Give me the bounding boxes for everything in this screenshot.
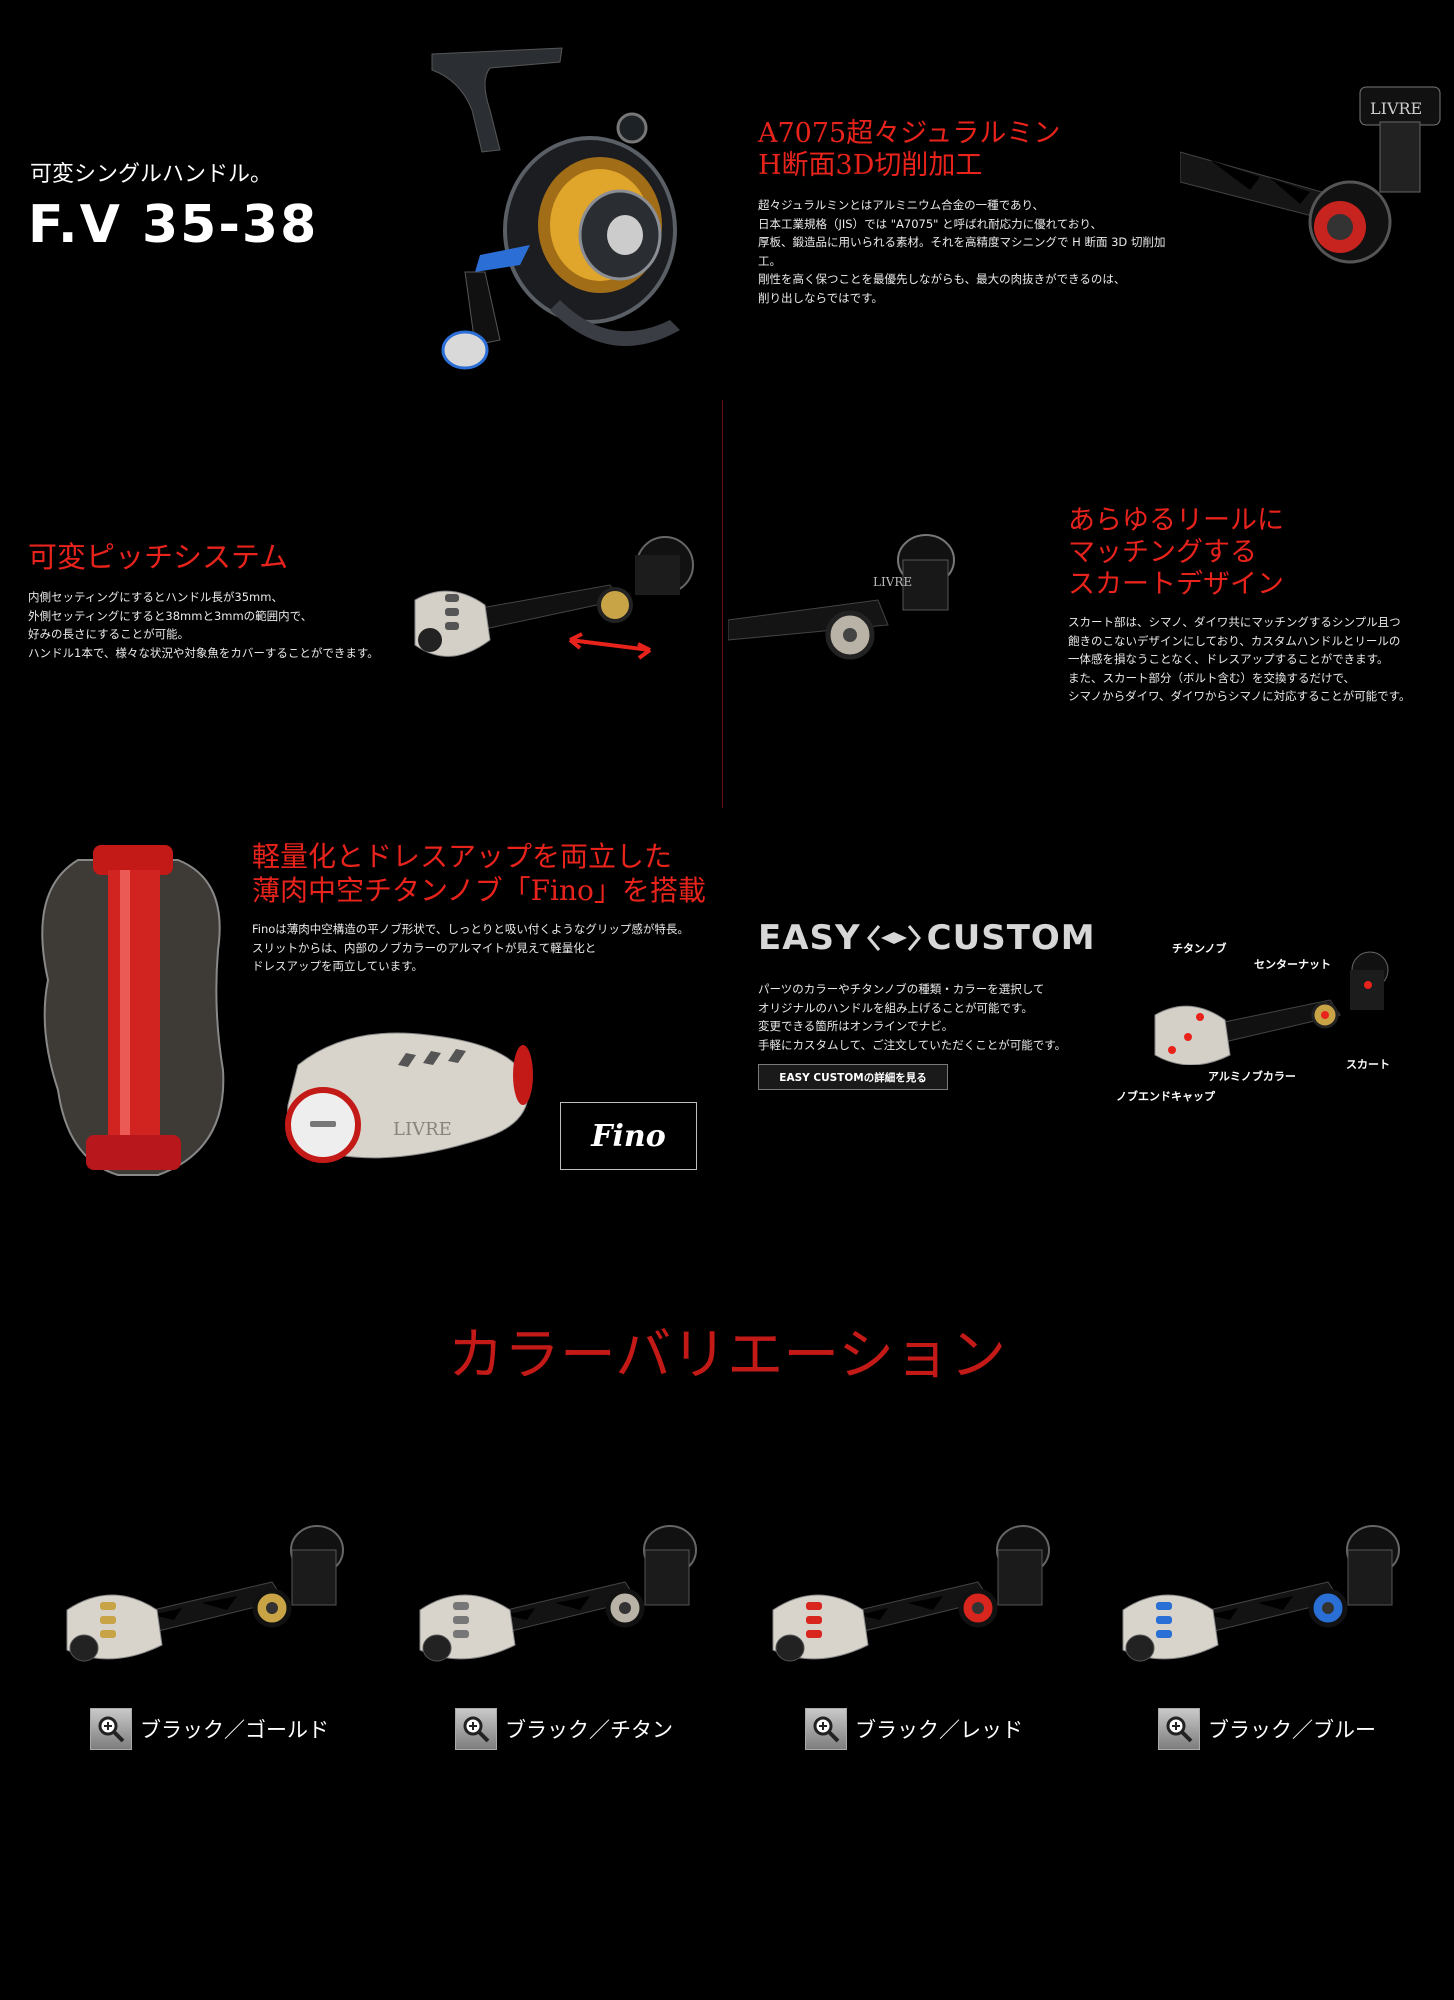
arm-cutouts: [858, 1596, 943, 1620]
a7075-title-line2: H断面3D切削加工: [758, 150, 983, 182]
color-variation-heading: カラーバリエーション: [447, 1323, 1007, 1388]
svg-text:LIVRE: LIVRE: [873, 575, 912, 589]
variant-gold[interactable]: ブラック／ゴールド: [90, 1708, 329, 1750]
zoom-icon[interactable]: [455, 1708, 497, 1750]
easy-custom-parts-diagram: [1154, 951, 1389, 1065]
callout-titanium-knob: チタンノブ: [1172, 942, 1227, 955]
skirt-title-line1: あらゆるリールに: [1068, 505, 1284, 536]
fino-title-line2: 薄肉中空チタンノブ「Fino」を搭載: [252, 874, 706, 907]
arm-cutouts: [152, 1596, 237, 1620]
skirt-title: あらゆるリールに マッチングする スカートデザイン: [1068, 505, 1284, 601]
center-nut-core: [972, 1602, 984, 1614]
fino-description: Finoは薄肉中空構造の平ノブ形状で、しっとりと吸い付くようなグリップ感が特長。…: [252, 922, 689, 973]
zoom-icon[interactable]: [90, 1708, 132, 1750]
knob-slit: [100, 1630, 116, 1638]
easy-custom-logo-right: CUSTOM: [926, 918, 1096, 958]
callout-center-nut: センターナット: [1254, 958, 1331, 971]
knob-slit: [453, 1630, 469, 1638]
center-nut-core: [266, 1602, 278, 1614]
knob-end-cap: [69, 1634, 99, 1662]
knob-end-cap: [1125, 1634, 1155, 1662]
pitch-description: 内側セッティングにするとハンドル長が35mm、 外側セッティングにすると38mm…: [28, 590, 379, 660]
handle-arm-closeup-image: LIVRE: [1180, 86, 1441, 264]
variant-label-text: ブラック／チタン: [505, 1718, 673, 1742]
variant-label-text: ブラック／ゴールド: [140, 1718, 329, 1742]
easy-custom-description: パーツのカラーやチタンノブの種類・カラーを選択して オリジナルのハンドルを組み上…: [758, 982, 1067, 1052]
center-nut-core: [1322, 1602, 1334, 1614]
skirt-body: [291, 1549, 337, 1606]
a7075-title: A7075超々ジュラルミン H断面3D切削加工: [758, 118, 1060, 183]
variant-label-text: ブラック／レッド: [855, 1718, 1023, 1742]
fino-knob-image: LIVRE: [285, 1032, 533, 1163]
zoom-icon[interactable]: [805, 1708, 847, 1750]
knob-slit: [453, 1616, 469, 1624]
arm-cutouts: [1208, 1596, 1293, 1620]
hero-model: F.V 35-38: [28, 195, 319, 255]
a7075-title-line1: A7075超々ジュラルミン: [758, 118, 1061, 149]
knob-end-cap: [775, 1634, 805, 1662]
knob-slit: [806, 1616, 822, 1624]
arm-cutouts: [505, 1596, 590, 1620]
center-nut-core: [619, 1602, 631, 1614]
variant-red[interactable]: ブラック／レッド: [805, 1708, 1023, 1750]
double-arrow-icon: [866, 925, 921, 951]
variant-label-text: ブラック／ブルー: [1208, 1718, 1376, 1742]
callout-knob-end-cap: ノブエンドキャップ: [1116, 1090, 1215, 1103]
skirt-body: [997, 1549, 1043, 1606]
knob-slit: [806, 1602, 822, 1610]
knob-slit: [1156, 1602, 1172, 1610]
zoom-icon[interactable]: [1158, 1708, 1200, 1750]
skirt-title-line3: スカートデザイン: [1068, 569, 1284, 600]
skirt-body: [1347, 1549, 1393, 1606]
hero-subtitle: 可変シングルハンドル。: [30, 162, 273, 187]
spinning-reel-image: [431, 47, 680, 370]
skirt-title-line2: マッチングする: [1068, 537, 1257, 568]
pitch-handle-image: [414, 536, 694, 660]
skirt-body: [644, 1549, 690, 1606]
fino-badge: Fino: [560, 1102, 697, 1170]
variant-blue[interactable]: ブラック／ブルー: [1158, 1708, 1376, 1750]
skirt-description: スカート部は、シマノ、ダイワ共にマッチングするシンプル且つ 飽きのこないデザイン…: [1068, 615, 1411, 703]
knob-slit: [806, 1630, 822, 1638]
feature-panel: 可変シングルハンドル。 F.V 35-38 A7075超々ジュラルミン H断面3…: [28, 47, 1441, 1176]
easy-custom-details-button[interactable]: EASY CUSTOMの詳細を見る: [758, 1064, 948, 1090]
callout-skirt: スカート: [1346, 1058, 1390, 1071]
knob-slit: [100, 1616, 116, 1624]
variant-image-blue[interactable]: [1118, 1520, 1408, 1670]
callout-alumi-knob-color: アルミノブカラー: [1208, 1070, 1296, 1083]
skirt-handle-image: LIVRE: [728, 534, 955, 660]
fino-cross-section-image: [41, 845, 225, 1176]
variant-image-titanium[interactable]: [415, 1520, 705, 1670]
easy-custom-logo-left: EASY: [758, 918, 861, 958]
fino-title: 軽量化とドレスアップを両立した 薄肉中空チタンノブ「Fino」を搭載: [252, 840, 706, 908]
easy-custom-logo: EASY CUSTOM: [758, 918, 1096, 958]
a7075-description: 超々ジュラルミンとはアルミニウム合金の一種であり、 日本工業規格（JIS）では …: [758, 198, 1166, 305]
svg-text:LIVRE: LIVRE: [1370, 99, 1422, 118]
fino-title-line1: 軽量化とドレスアップを両立した: [252, 840, 673, 873]
knob-slit: [100, 1602, 116, 1610]
fino-knob-engraving: LIVRE: [393, 1119, 452, 1140]
knob-end-cap: [422, 1634, 452, 1662]
variant-image-red[interactable]: [768, 1520, 1058, 1670]
knob-slit: [453, 1602, 469, 1610]
variant-titanium[interactable]: ブラック／チタン: [455, 1708, 673, 1750]
variant-image-gold[interactable]: [62, 1520, 352, 1670]
knob-slit: [1156, 1616, 1172, 1624]
section-divider: [722, 400, 723, 808]
knob-slit: [1156, 1630, 1172, 1638]
color-variant-list: ブラック／ゴールド ブラック／チタン ブラック／レッド ブラック／ブルー: [0, 1520, 1454, 1770]
pitch-title: 可変ピッチシステム: [28, 540, 289, 574]
